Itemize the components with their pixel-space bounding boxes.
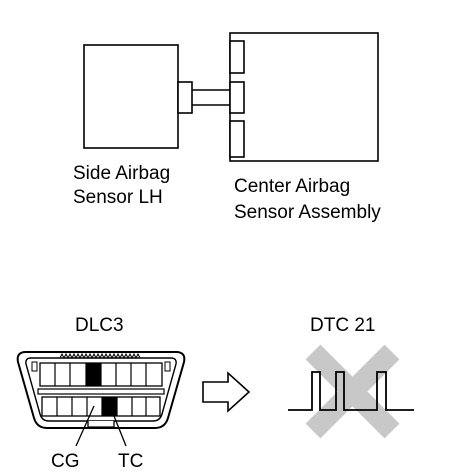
wire-harness bbox=[192, 89, 232, 106]
center-sensor-label-line2: Sensor Assembly bbox=[234, 202, 381, 223]
tc-leader-line bbox=[109, 405, 127, 447]
side-sensor-connector bbox=[177, 81, 193, 114]
dtc-label: DTC 21 bbox=[310, 315, 375, 336]
side-sensor-label-line1: Side Airbag bbox=[73, 163, 170, 184]
dlc3-connector bbox=[16, 351, 186, 447]
dlc-bottom-row-frame bbox=[41, 396, 161, 417]
dtc-21-waveform bbox=[288, 371, 414, 411]
cross-stroke-2 bbox=[305, 344, 400, 439]
dlc-latch-right bbox=[164, 361, 171, 372]
center-sensor-connector-1 bbox=[229, 40, 245, 74]
dlc-pin-row-top bbox=[39, 362, 163, 387]
dlc-label: DLC3 bbox=[75, 315, 124, 336]
side-airbag-sensor-lh bbox=[83, 44, 193, 149]
center-sensor-connector-3 bbox=[229, 120, 245, 158]
pin-tc-label: TC bbox=[118, 451, 143, 472]
dlc-center-separator bbox=[37, 388, 165, 395]
dlc-key-tab bbox=[87, 421, 115, 428]
side-sensor-body bbox=[83, 44, 179, 149]
dlc-latch-left bbox=[31, 361, 38, 372]
cg-leader-line bbox=[75, 405, 95, 447]
outline-right-arrow-icon bbox=[202, 371, 251, 413]
pin-cg-highlight bbox=[86, 363, 101, 386]
pin-cg-label: CG bbox=[51, 451, 80, 472]
center-sensor-body bbox=[229, 32, 379, 162]
center-airbag-sensor-assembly bbox=[229, 32, 379, 162]
grey-cross-icon bbox=[305, 344, 400, 439]
side-sensor-label-line2: Sensor LH bbox=[73, 187, 163, 208]
center-sensor-label-line1: Center Airbag bbox=[234, 176, 350, 197]
dlc-pin-row-bottom bbox=[41, 396, 161, 417]
dlc-rim-serration bbox=[59, 352, 141, 360]
center-sensor-connector-2 bbox=[229, 81, 245, 114]
